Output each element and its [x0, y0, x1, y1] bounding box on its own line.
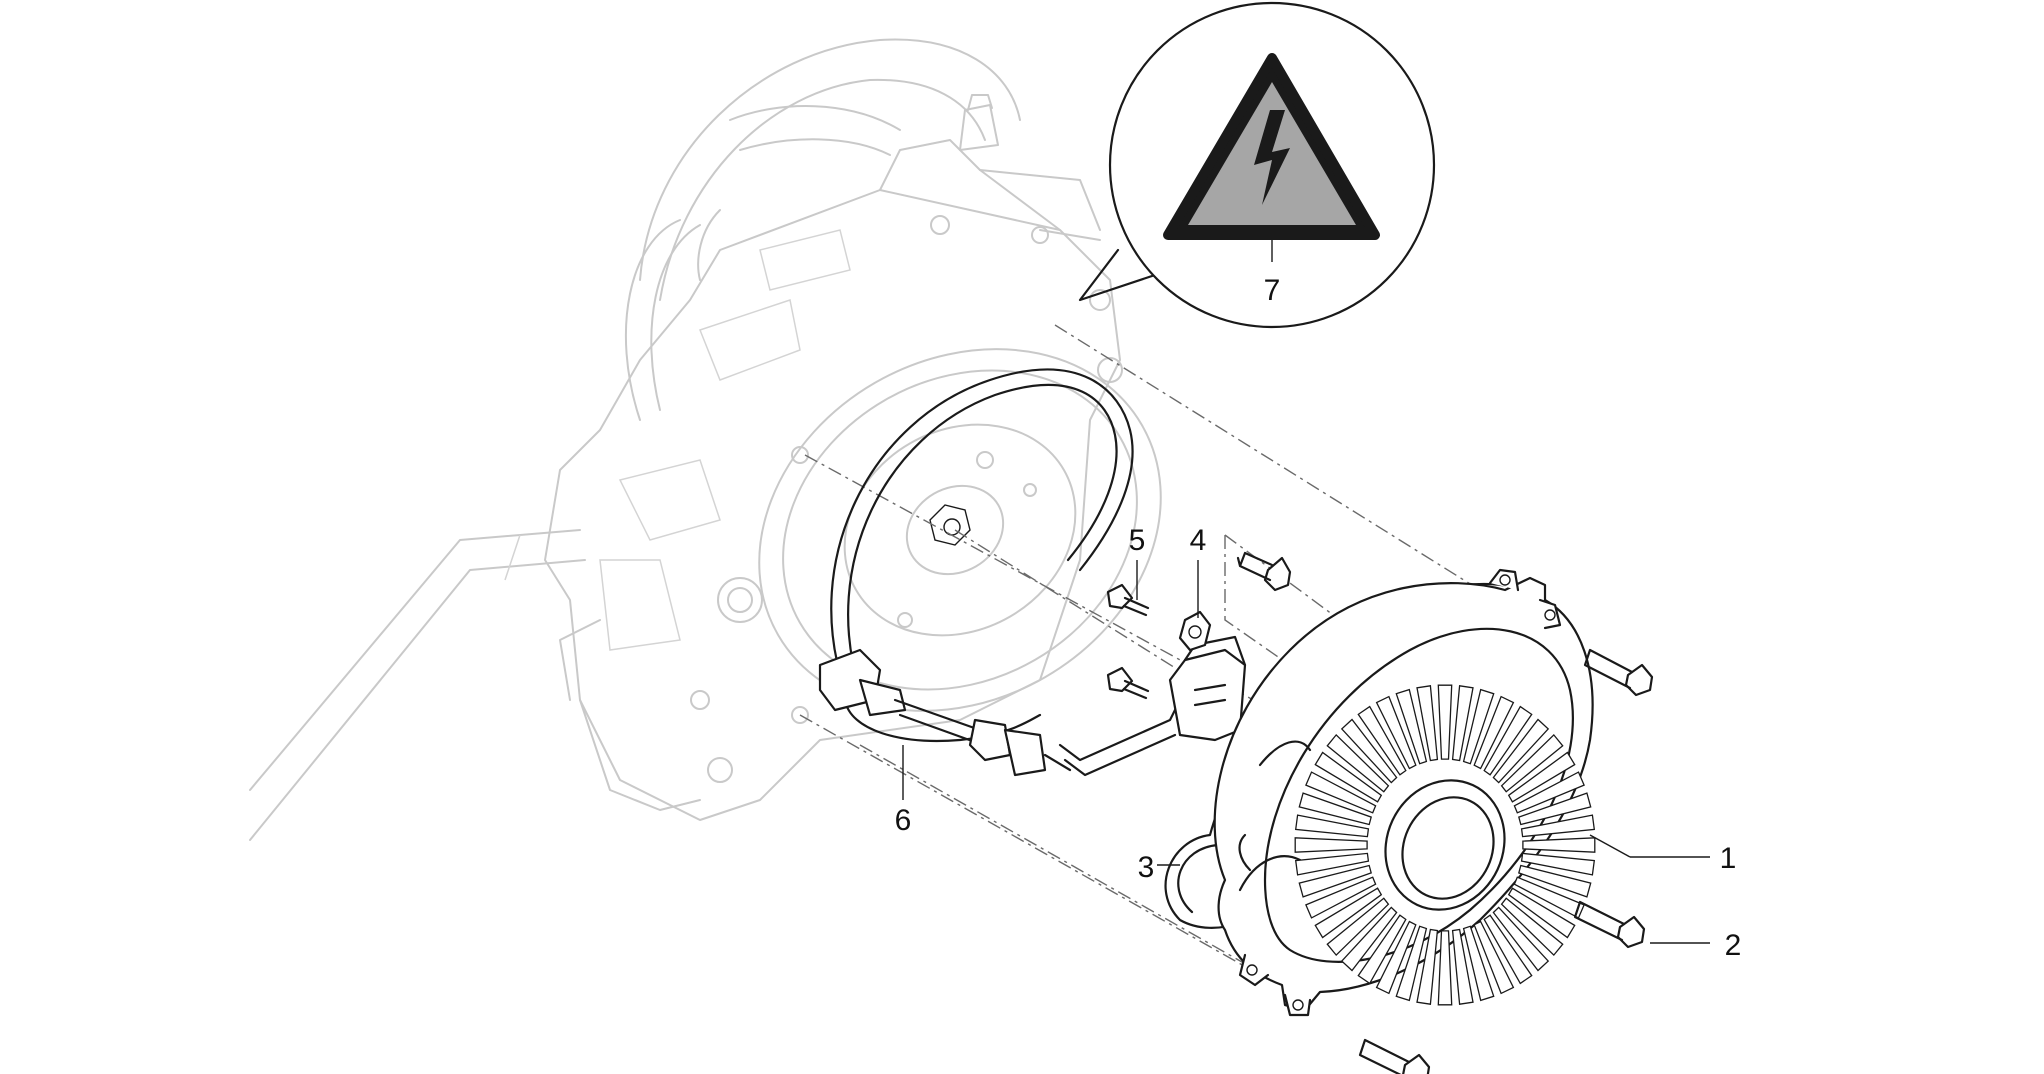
- cooling-fin: [1375, 695, 1417, 770]
- cooling-fin: [1294, 814, 1370, 838]
- cooling-fin: [1305, 771, 1377, 814]
- callout-1: 1: [1720, 842, 1737, 875]
- cooling-fin: [1340, 906, 1398, 972]
- callout-labels: 1 2 3 4 5 6 7: [895, 274, 1742, 962]
- cooling-fin: [1395, 688, 1428, 765]
- cooling-fin: [1416, 928, 1439, 1005]
- cooling-fin: [1298, 864, 1372, 898]
- cooling-fin: [1395, 925, 1428, 1002]
- part-1-cover: [1213, 568, 1596, 1017]
- cooling-fin: [1462, 688, 1495, 765]
- callout-6: 6: [895, 804, 912, 837]
- part-6-harness: [818, 368, 1182, 777]
- cooling-fin: [1416, 685, 1439, 762]
- cooling-fin: [1451, 928, 1474, 1005]
- cooling-fin: [1305, 876, 1377, 919]
- cooling-fin: [1522, 837, 1596, 853]
- cooling-fin: [1520, 852, 1596, 876]
- cooling-fin: [1298, 792, 1372, 826]
- cooling-fin: [1500, 733, 1564, 793]
- cooling-fin: [1294, 837, 1368, 853]
- cooling-fin: [1507, 751, 1576, 803]
- cooling-fin: [1326, 897, 1390, 957]
- callout-7: 7: [1264, 274, 1281, 307]
- cooling-fin: [1437, 930, 1453, 1006]
- cooling-fin: [1513, 771, 1585, 814]
- high-voltage-warning-icon: [1163, 53, 1380, 240]
- cooling-fin: [1492, 718, 1550, 784]
- engine-housing-ghost: [249, 38, 1162, 841]
- cooling-fin: [1483, 914, 1533, 985]
- cooling-fin: [1492, 906, 1550, 972]
- cooling-fin: [1357, 914, 1407, 985]
- part-4-pickup: [1168, 610, 1247, 742]
- cooling-fin: [1520, 814, 1596, 838]
- cooling-fin: [1340, 718, 1398, 784]
- cooling-fin: [1473, 695, 1515, 770]
- cooling-fins: [1294, 684, 1596, 1006]
- cooling-fin: [1437, 684, 1453, 760]
- part-5-screws: [1106, 583, 1150, 700]
- part-2-bolts: [1236, 551, 1654, 1074]
- leader-lines: [902, 560, 1710, 944]
- cooling-fin: [1357, 705, 1407, 776]
- cooling-fin: [1314, 751, 1383, 803]
- cooling-fin: [1507, 887, 1576, 939]
- callout-4: 4: [1190, 524, 1207, 557]
- cooling-fin: [1473, 920, 1515, 995]
- cooling-fin: [1518, 792, 1592, 826]
- cooling-fin: [1462, 925, 1495, 1002]
- cooling-fin: [1483, 705, 1533, 776]
- cooling-fin: [1500, 897, 1564, 957]
- cooling-fin: [1294, 852, 1370, 876]
- cooling-fin: [1451, 685, 1474, 762]
- callout-2: 2: [1725, 929, 1742, 962]
- callout-3: 3: [1138, 851, 1155, 884]
- cooling-fin: [1326, 733, 1390, 793]
- cooling-fin: [1518, 864, 1592, 898]
- cooling-fin: [1314, 887, 1383, 939]
- warning-callout-bubble: [1078, 1, 1436, 329]
- cooling-fin: [1375, 920, 1417, 995]
- callout-5: 5: [1129, 524, 1146, 557]
